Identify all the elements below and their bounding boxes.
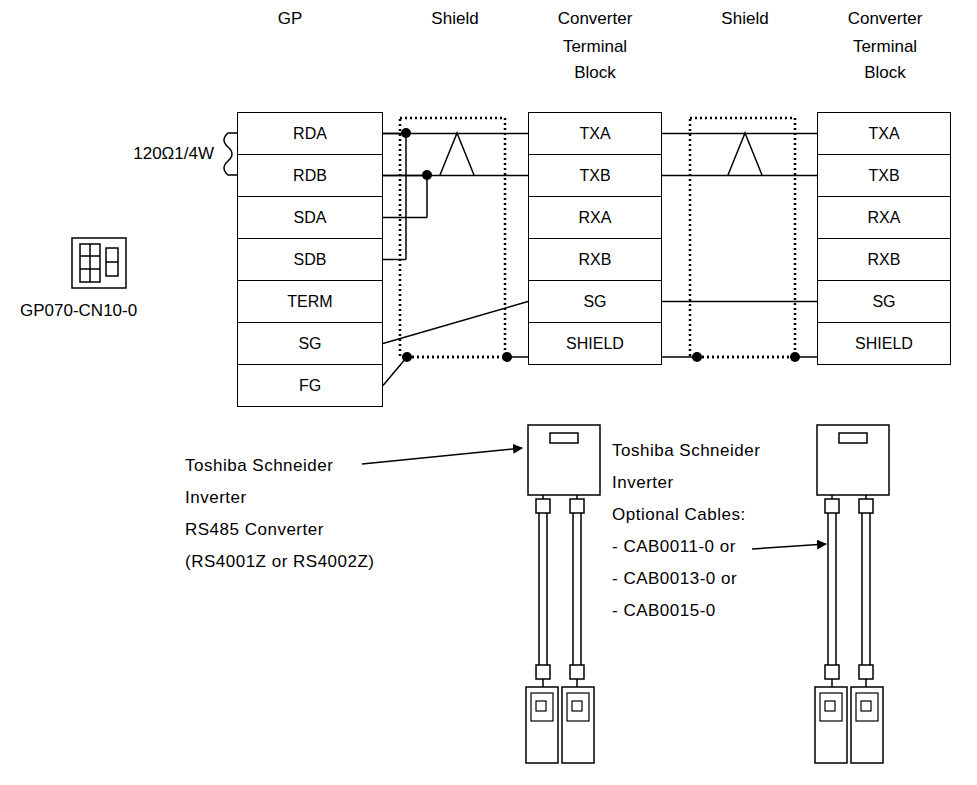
shield-label: Shield [431, 8, 478, 30]
note-text: Inverter [185, 487, 247, 509]
terminal-cell: RXB [528, 238, 662, 281]
note-text: Toshiba Schneider [612, 440, 760, 462]
terminal-cell: SG [237, 322, 383, 365]
terminal-name: FG [299, 377, 321, 395]
terminal-cell: RXA [817, 196, 951, 239]
terminal-name: RXA [868, 209, 901, 227]
terminal-cell: TXA [817, 112, 951, 155]
note-text: Inverter [612, 472, 674, 494]
terminal-cell: SDB [237, 238, 383, 281]
cable-shield [690, 118, 795, 357]
wire [383, 176, 427, 218]
note-text: - CAB0015-0 [612, 600, 716, 622]
terminal-cell: TXB [528, 154, 662, 197]
terminal-cell: RDA [237, 112, 383, 155]
terminal-cell: SG [528, 280, 662, 323]
terminal-name: TERM [287, 293, 332, 311]
wire [662, 357, 817, 358]
terminal-cell: RDB [237, 154, 383, 197]
wire [662, 133, 817, 134]
wire [662, 175, 817, 176]
wire [383, 357, 528, 386]
terminal-name: RDA [293, 125, 327, 143]
terminal-cell: TXB [817, 154, 951, 197]
terminal-cell: SHIELD [817, 322, 951, 365]
wire [383, 134, 406, 260]
terminal-name: SDA [294, 209, 327, 227]
wire [383, 302, 528, 344]
note-text: RS485 Converter [185, 519, 324, 541]
terminal-cell: RXB [817, 238, 951, 281]
terminal-name: SG [298, 335, 321, 353]
terminal-cell: SHIELD [528, 322, 662, 365]
terminal-name: TXA [868, 125, 899, 143]
terminal-cell: SG [817, 280, 951, 323]
terminal-name: SG [872, 293, 895, 311]
note-text: - CAB0013-0 or [612, 568, 737, 590]
column-header: Block [864, 62, 906, 84]
terminal-name: RDB [293, 167, 327, 185]
column-header: Terminal [563, 36, 627, 58]
terminal-cell: TERM [237, 280, 383, 323]
terminal-cell: RXA [528, 196, 662, 239]
rs485-converter-device [526, 425, 600, 763]
note-text: Optional Cables: [612, 504, 746, 526]
column-header: Block [574, 62, 616, 84]
connector-label: GP070-CN10-0 [20, 300, 137, 322]
twisted-pair-symbol [728, 133, 762, 175]
terminal-name: TXB [579, 167, 610, 185]
leader-arrow [752, 544, 826, 549]
column-header: Converter [848, 8, 923, 30]
terminal-name: RXB [579, 251, 612, 269]
terminal-name: TXB [868, 167, 899, 185]
cable-shield [400, 118, 505, 357]
shield-label: Shield [721, 8, 768, 30]
column-header: Terminal [853, 36, 917, 58]
twisted-pair-symbol [440, 133, 474, 175]
note-text: Toshiba Schneider [185, 455, 333, 477]
terminal-cell: SDA [237, 196, 383, 239]
terminal-name: SDB [294, 251, 327, 269]
terminal-cell: FG [237, 364, 383, 407]
connector-icon [72, 238, 126, 288]
terminal-name: RXA [579, 209, 612, 227]
note-text: - CAB0011-0 or [612, 536, 736, 558]
leader-arrow [362, 448, 522, 464]
terminal-name: RXB [868, 251, 901, 269]
wire [383, 175, 528, 176]
resistor-symbol [224, 133, 237, 175]
note-text: (RS4001Z or RS4002Z) [185, 551, 375, 573]
terminal-name: SHIELD [855, 335, 913, 353]
wire [383, 133, 528, 134]
resistor-label: 120Ω1/4W [133, 143, 214, 165]
terminal-cell: TXA [528, 112, 662, 155]
terminal-name: SG [583, 293, 606, 311]
wire [662, 301, 817, 302]
column-header: GP [278, 8, 303, 30]
column-header: Converter [558, 8, 633, 30]
terminal-name: SHIELD [566, 335, 624, 353]
terminal-name: TXA [579, 125, 610, 143]
rs485-converter-device [815, 425, 889, 763]
